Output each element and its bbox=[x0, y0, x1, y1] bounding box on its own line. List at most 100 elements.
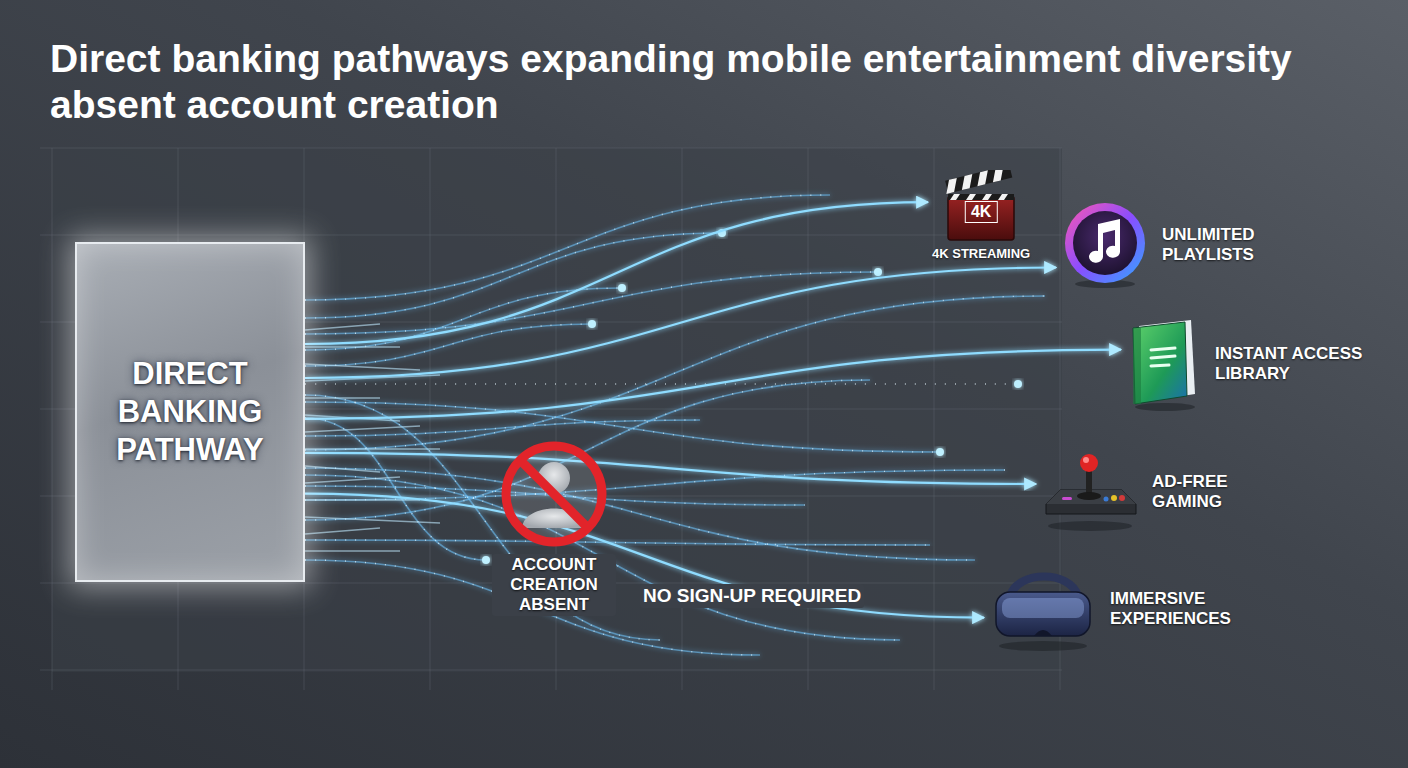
flow-strand bbox=[305, 395, 660, 640]
icon-part bbox=[948, 196, 1014, 240]
icon-part bbox=[950, 194, 1008, 200]
flow-bundle bbox=[305, 346, 400, 348]
flow-connector bbox=[305, 268, 1056, 379]
flow-connector bbox=[305, 350, 1121, 419]
icon-part bbox=[1133, 328, 1141, 404]
icon-part bbox=[808, 148, 809, 690]
strand-dot bbox=[1014, 380, 1022, 388]
strand-dot bbox=[936, 448, 944, 456]
icon-part bbox=[1111, 495, 1117, 501]
icon-part bbox=[1119, 495, 1125, 501]
icon-part bbox=[1073, 211, 1137, 275]
flow-bundle bbox=[305, 499, 420, 501]
flow-sparkle bbox=[305, 195, 830, 300]
flow-bundle bbox=[305, 477, 400, 483]
box-label: DIRECT BANKING PATHWAY bbox=[91, 355, 289, 469]
note-label: NO SIGN-UP REQUIRED bbox=[640, 584, 864, 608]
flow-sparkle bbox=[305, 395, 660, 640]
icon-part bbox=[1080, 454, 1098, 472]
streaming-icon: 4K 4K STREAMING bbox=[932, 170, 1030, 262]
flow-strand bbox=[305, 420, 700, 436]
icon-part bbox=[40, 235, 1062, 236]
flow-strand bbox=[305, 272, 878, 334]
icon-part bbox=[1048, 521, 1132, 531]
icon-part bbox=[943, 170, 1012, 194]
flow-strand bbox=[305, 383, 1018, 385]
vr-icon: IMMERSIVE EXPERIENCES bbox=[988, 566, 1250, 652]
node-label: IMMERSIVE EXPERIENCES bbox=[1110, 589, 1250, 629]
icon-part bbox=[1125, 316, 1203, 412]
flow-strand bbox=[305, 233, 722, 318]
icon-part bbox=[943, 170, 1006, 194]
icon-part bbox=[1083, 457, 1089, 463]
flow-bundle bbox=[305, 517, 440, 523]
node-label: INSTANT ACCESS LIBRARY bbox=[1215, 344, 1387, 384]
flow-sparkle bbox=[305, 383, 1018, 384]
flow-sparkle bbox=[305, 272, 878, 334]
icon-part bbox=[52, 148, 53, 690]
icon-part bbox=[1077, 492, 1101, 500]
flow-bundle bbox=[305, 448, 440, 450]
icon bbox=[1060, 200, 1150, 290]
flow-strand bbox=[305, 324, 592, 366]
flow-bundle bbox=[305, 466, 380, 472]
icon: 4K bbox=[942, 170, 1020, 242]
icon-part bbox=[430, 148, 431, 690]
icon-part bbox=[1151, 348, 1175, 366]
icon-part bbox=[1040, 452, 1140, 532]
no-account-icon: ACCOUNT CREATION ABSENT bbox=[492, 438, 616, 616]
flow-sparkle bbox=[305, 418, 486, 560]
icon-part bbox=[988, 566, 1098, 652]
grid-lines bbox=[40, 148, 1062, 690]
icon-part bbox=[1046, 490, 1136, 514]
flow-sparkle bbox=[305, 402, 940, 452]
flow-sparkle bbox=[305, 296, 1045, 450]
flow-strands bbox=[305, 195, 1045, 655]
strand-dot bbox=[618, 284, 626, 292]
flow-connector bbox=[305, 202, 928, 344]
flow-bundle bbox=[305, 397, 380, 399]
flow-connector bbox=[305, 453, 1036, 484]
flow-bundle bbox=[305, 528, 380, 534]
library-icon: INSTANT ACCESS LIBRARY bbox=[1125, 316, 1387, 412]
icon-part bbox=[682, 148, 683, 690]
icon bbox=[1040, 452, 1140, 532]
connectors bbox=[305, 202, 1121, 617]
icon bbox=[1125, 316, 1203, 412]
flow-sparkle bbox=[305, 420, 700, 436]
flow-strand bbox=[305, 296, 1045, 450]
flow-bundle bbox=[305, 550, 400, 552]
icon bbox=[492, 438, 616, 550]
grid-panel bbox=[52, 148, 1062, 672]
icon-part bbox=[1135, 403, 1195, 411]
icon-part bbox=[1062, 497, 1072, 500]
flow-strand bbox=[305, 402, 940, 452]
icon-part bbox=[948, 194, 1014, 200]
flow-bundle bbox=[305, 426, 420, 432]
banking-pathway-box: DIRECT BANKING PATHWAY bbox=[75, 242, 305, 582]
icon-part bbox=[40, 670, 1062, 671]
node-label: 4K STREAMING bbox=[932, 246, 1030, 262]
icon-part bbox=[40, 148, 1062, 149]
flow-strand bbox=[305, 540, 930, 545]
strand-dot bbox=[482, 556, 490, 564]
icon-part bbox=[506, 446, 602, 542]
node-label: AD-FREE GAMING bbox=[1152, 472, 1248, 512]
icon-part bbox=[1065, 203, 1145, 283]
icon-part bbox=[1133, 322, 1187, 404]
icon-part bbox=[934, 148, 935, 690]
icon-part bbox=[492, 438, 616, 550]
flow-strand bbox=[305, 195, 830, 300]
icon-part bbox=[996, 592, 1090, 636]
playlist-icon: UNLIMITED PLAYLISTS bbox=[1060, 200, 1284, 290]
icon-part bbox=[1104, 497, 1109, 502]
flow-sparkle bbox=[305, 233, 722, 318]
node-label: ACCOUNT CREATION ABSENT bbox=[492, 554, 616, 616]
diagram-title: Direct banking pathways expanding mobile… bbox=[50, 36, 1340, 128]
flow-bundle bbox=[305, 324, 380, 330]
flow-sparkle bbox=[305, 540, 930, 545]
icon bbox=[988, 566, 1098, 652]
icon-part bbox=[520, 460, 588, 528]
icon-part bbox=[1034, 630, 1052, 636]
resolution-badge: 4K bbox=[965, 201, 997, 223]
